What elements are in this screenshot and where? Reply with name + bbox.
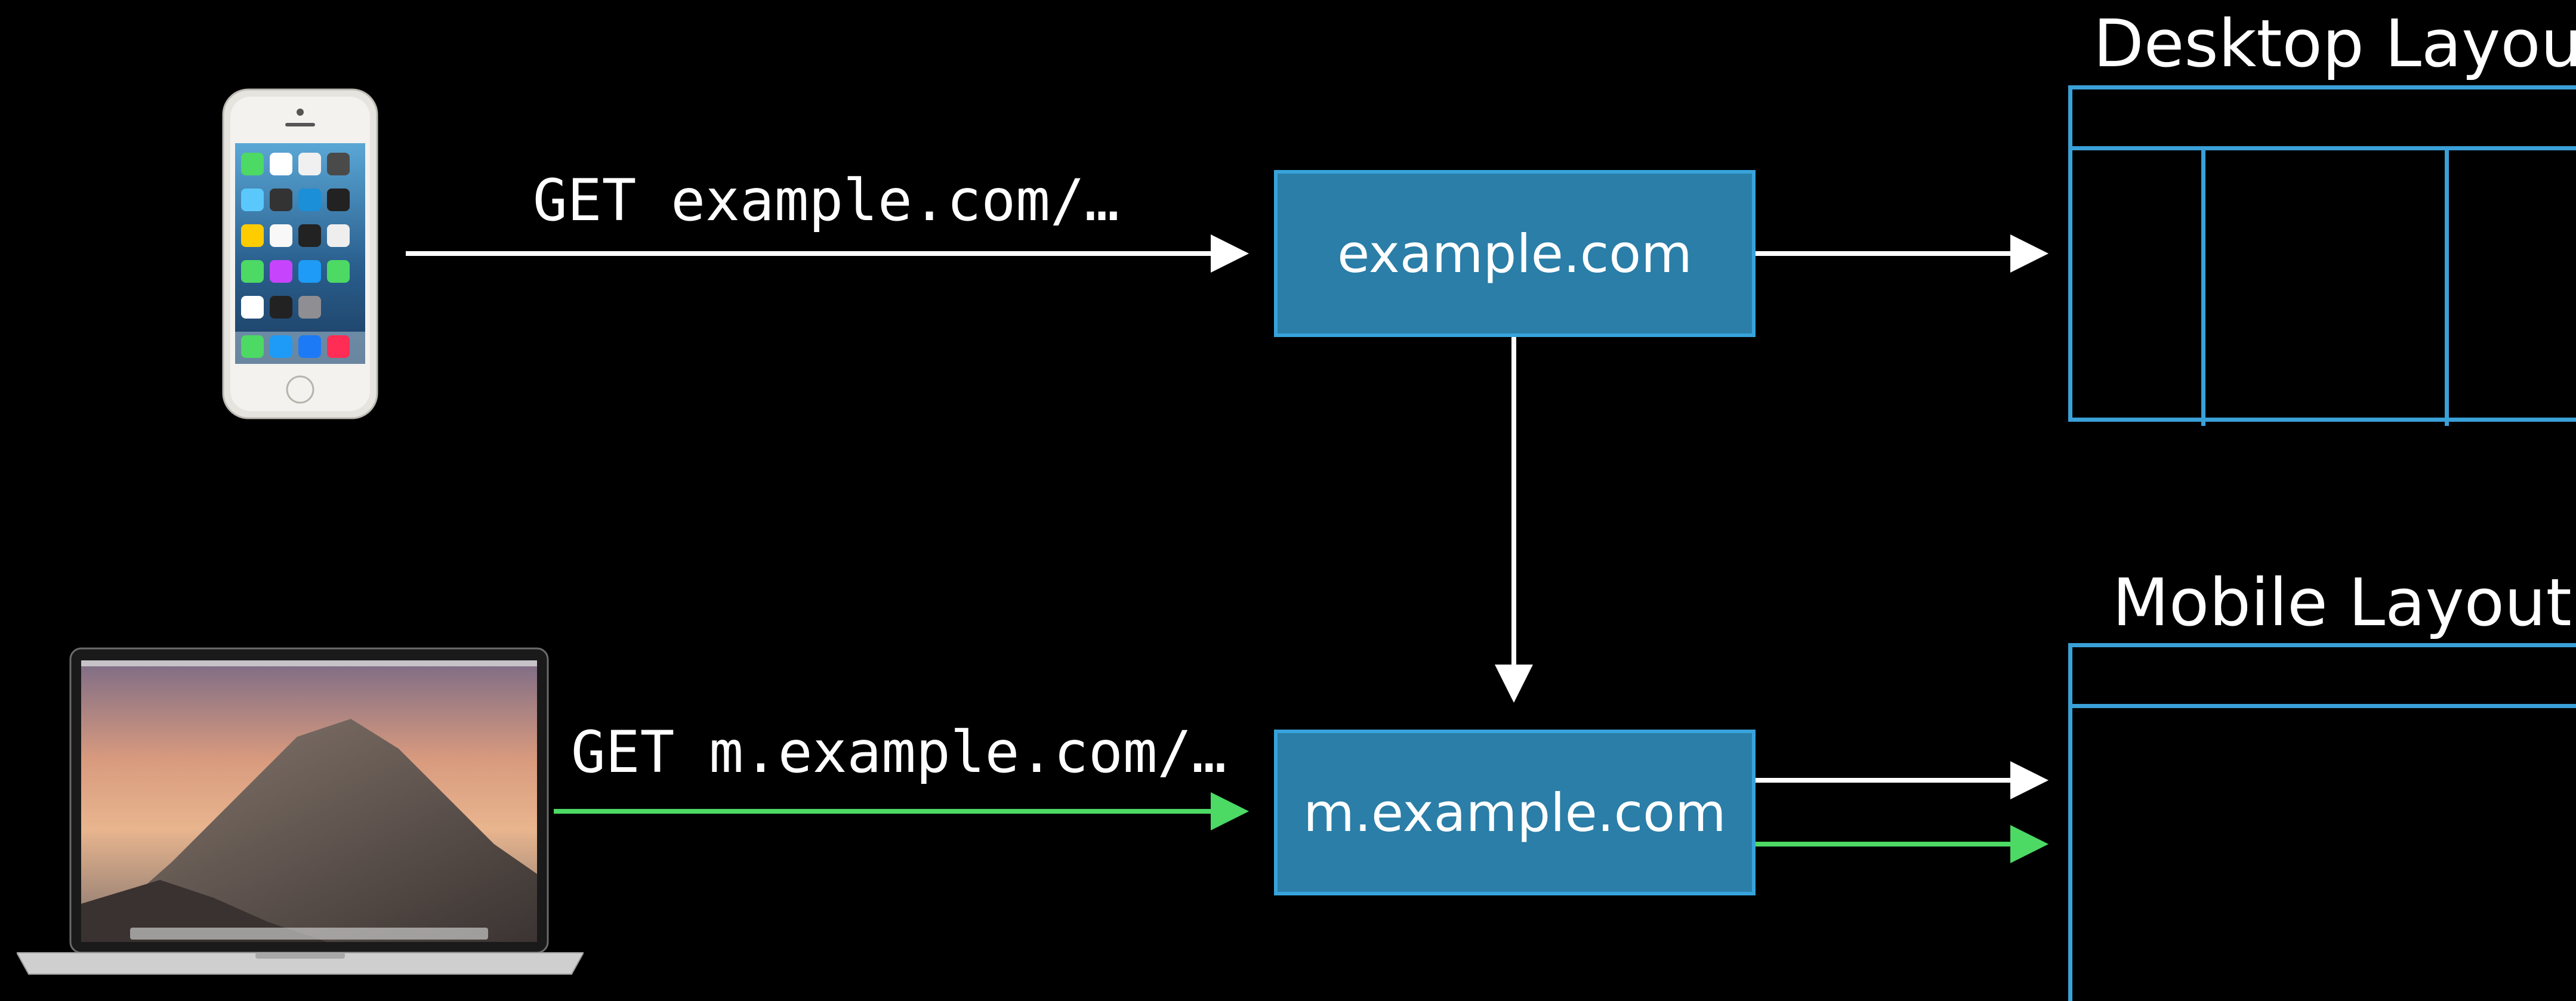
desktop-layout-header-divider (2072, 146, 2576, 150)
request-label-bottom: GET m.example.com/… (571, 719, 1227, 786)
desktop-layout-column-right-divider (2445, 146, 2449, 426)
diagram-arrows (406, 234, 2049, 863)
mobile-layout-title: Mobile Layout (2112, 564, 2572, 641)
desktop-layout-title: Desktop Layout (2093, 5, 2576, 82)
macbook-icon (16, 647, 585, 975)
iphone-icon (222, 88, 378, 419)
mobile-layout-header-divider (2072, 704, 2576, 708)
desktop-layout-wireframe (2068, 85, 2576, 426)
mobile-layout-wireframe (2068, 643, 2576, 1001)
request-label-top: GET example.com/… (533, 167, 1119, 234)
desktop-server-box: example.com (1274, 170, 1756, 337)
desktop-layout-column-left-divider (2201, 146, 2205, 426)
mobile-server-box: m.example.com (1274, 730, 1756, 895)
